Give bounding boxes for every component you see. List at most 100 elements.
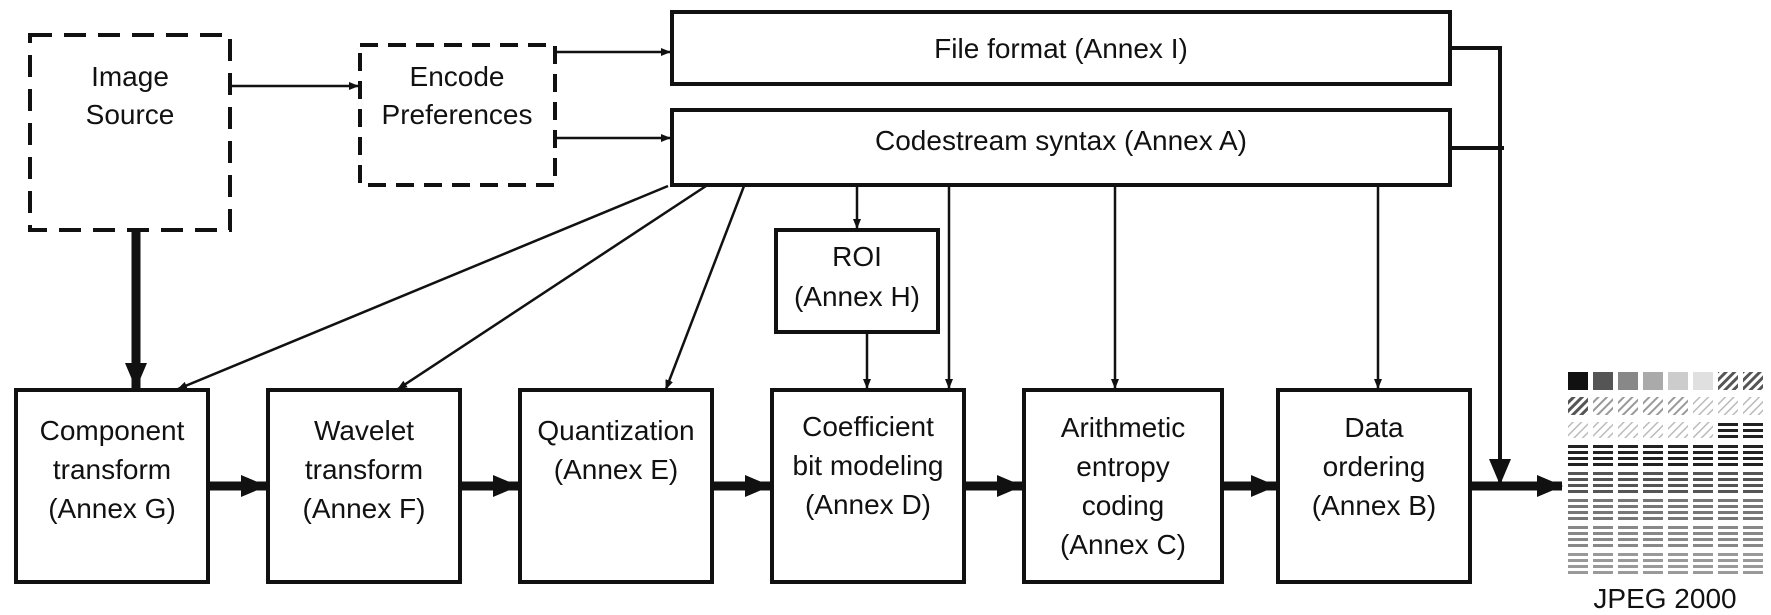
bitstream-stripe (1718, 445, 1738, 448)
bitstream-stripe (1568, 565, 1588, 568)
bitstream-stripe (1718, 532, 1738, 535)
bitstream-stripe (1568, 571, 1588, 574)
bitstream-stripe (1693, 526, 1713, 529)
bitstream-stripe (1643, 463, 1663, 466)
bitstream-stripe (1618, 457, 1638, 460)
bitstream-stripe (1593, 544, 1613, 547)
bitstream-stripe (1618, 463, 1638, 466)
stage-arithmetic-entropy-coding: Arithmetic entropy coding (Annex C) (1022, 388, 1224, 584)
stage-coefficient-bit-modeling: Coefficient bit modeling (Annex D) (770, 388, 966, 584)
stage-component-transform: Component transform (Annex G) (14, 388, 210, 584)
bitstream-stripe (1593, 532, 1613, 535)
bitstream-stripe (1593, 559, 1613, 562)
bitstream-stripe (1693, 571, 1713, 574)
bitstream-stripe (1618, 526, 1638, 529)
bitstream-stripe (1693, 484, 1713, 487)
bitstream-stripe (1743, 538, 1763, 541)
bitstream-stripe (1668, 532, 1688, 535)
bitstream-stripe (1693, 565, 1713, 568)
bitstream-stripe (1593, 571, 1613, 574)
connectors-thin (177, 48, 1382, 391)
bitstream-stripe (1668, 451, 1688, 454)
bitstream-stripe (1643, 526, 1663, 529)
bitstream-stripe (1668, 571, 1688, 574)
bitstream-stripe (1668, 526, 1688, 529)
bitstream-stripe (1743, 553, 1763, 556)
bitstream-stripe (1668, 505, 1688, 508)
arrow-codestream-to-quantization (664, 185, 746, 390)
bitstream-stripe (1718, 571, 1738, 574)
bitstream-stripe (1618, 445, 1638, 448)
bitstream-stripe (1718, 490, 1738, 493)
bitstream-stripe (1568, 499, 1588, 502)
bitstream-stripe (1593, 526, 1613, 529)
bitstream-stripe (1568, 511, 1588, 514)
stage-label-line: entropy (1076, 451, 1169, 482)
bitstream-stripe (1643, 517, 1663, 520)
bitstream-stripe (1643, 553, 1663, 556)
bitstream-stripe (1718, 478, 1738, 481)
bitstream-stripe (1643, 472, 1663, 475)
bitstream-stripe (1618, 559, 1638, 562)
bitstream-stripe (1668, 565, 1688, 568)
bitstream-stripe (1568, 517, 1588, 520)
bitstream-stripe (1593, 445, 1613, 448)
bitstream-stripe (1668, 559, 1688, 562)
stage-label-line: transform (305, 454, 423, 485)
bitstream-stripe (1618, 538, 1638, 541)
bitstream-stripe (1568, 490, 1588, 493)
bitstream-stripe (1643, 544, 1663, 547)
bitstream-stripe (1618, 511, 1638, 514)
bitstream-stripe (1693, 463, 1713, 466)
bitstream-stripe (1593, 553, 1613, 556)
bitstream-stripe (1743, 517, 1763, 520)
image-source-label-line1: Image (91, 61, 169, 92)
stage-wavelet-transform: Wavelet transform (Annex F) (266, 388, 462, 584)
roi-box: ROI (Annex H) (774, 228, 940, 334)
bitstream-stripe (1693, 517, 1713, 520)
bitstream-stripe (1743, 559, 1763, 562)
bitstream-stripes (1568, 445, 1763, 574)
bitstream-stripe (1593, 517, 1613, 520)
bitstream-stripe (1743, 472, 1763, 475)
bitstream-stripe (1668, 445, 1688, 448)
connectors-thick (125, 232, 1563, 497)
bitstream-stripe (1693, 511, 1713, 514)
bitstream-stripe (1743, 505, 1763, 508)
bitstream-stripe (1718, 499, 1738, 502)
bitstream-stripe (1568, 451, 1588, 454)
stage-label-line: (Annex B) (1312, 490, 1437, 521)
bitstream-stripe (1668, 511, 1688, 514)
bitstream-stripe (1568, 505, 1588, 508)
bitstream-stripe (1693, 544, 1713, 547)
bitstream-stripe (1568, 445, 1588, 448)
bitstream-stripe (1643, 559, 1663, 562)
bitstream-stripe (1718, 451, 1738, 454)
stage-label-line: Quantization (537, 415, 694, 446)
bitstream-stripe (1743, 484, 1763, 487)
image-source-box: Image Source (28, 33, 232, 232)
bitstream-stripe (1643, 457, 1663, 460)
bitstream-stripe (1568, 538, 1588, 541)
bitstream-stripe (1718, 511, 1738, 514)
stage-label-line: (Annex C) (1060, 529, 1186, 560)
stage-label-line: Arithmetic (1061, 412, 1185, 443)
encode-preferences-box: Encode Preferences (358, 43, 557, 187)
bitstream-stripe (1643, 484, 1663, 487)
bitstream-stripe (1568, 478, 1588, 481)
bitstream-stripe (1743, 445, 1763, 448)
bitstream-stripe (1743, 544, 1763, 547)
bitstream-stripe (1718, 553, 1738, 556)
bitstream-stripe (1693, 532, 1713, 535)
bitstream-stripe (1568, 472, 1588, 475)
stage-label-line: (Annex E) (554, 454, 679, 485)
bitstream-stripe (1693, 472, 1713, 475)
bitstream-stripe (1668, 490, 1688, 493)
bitstream-stripe (1618, 571, 1638, 574)
bitstream-stripe (1618, 544, 1638, 547)
roi-label-line1: ROI (832, 241, 882, 272)
file-format-label: File format (Annex I) (934, 33, 1188, 64)
bitstream-stripe (1618, 451, 1638, 454)
bitstream-stripe (1643, 571, 1663, 574)
